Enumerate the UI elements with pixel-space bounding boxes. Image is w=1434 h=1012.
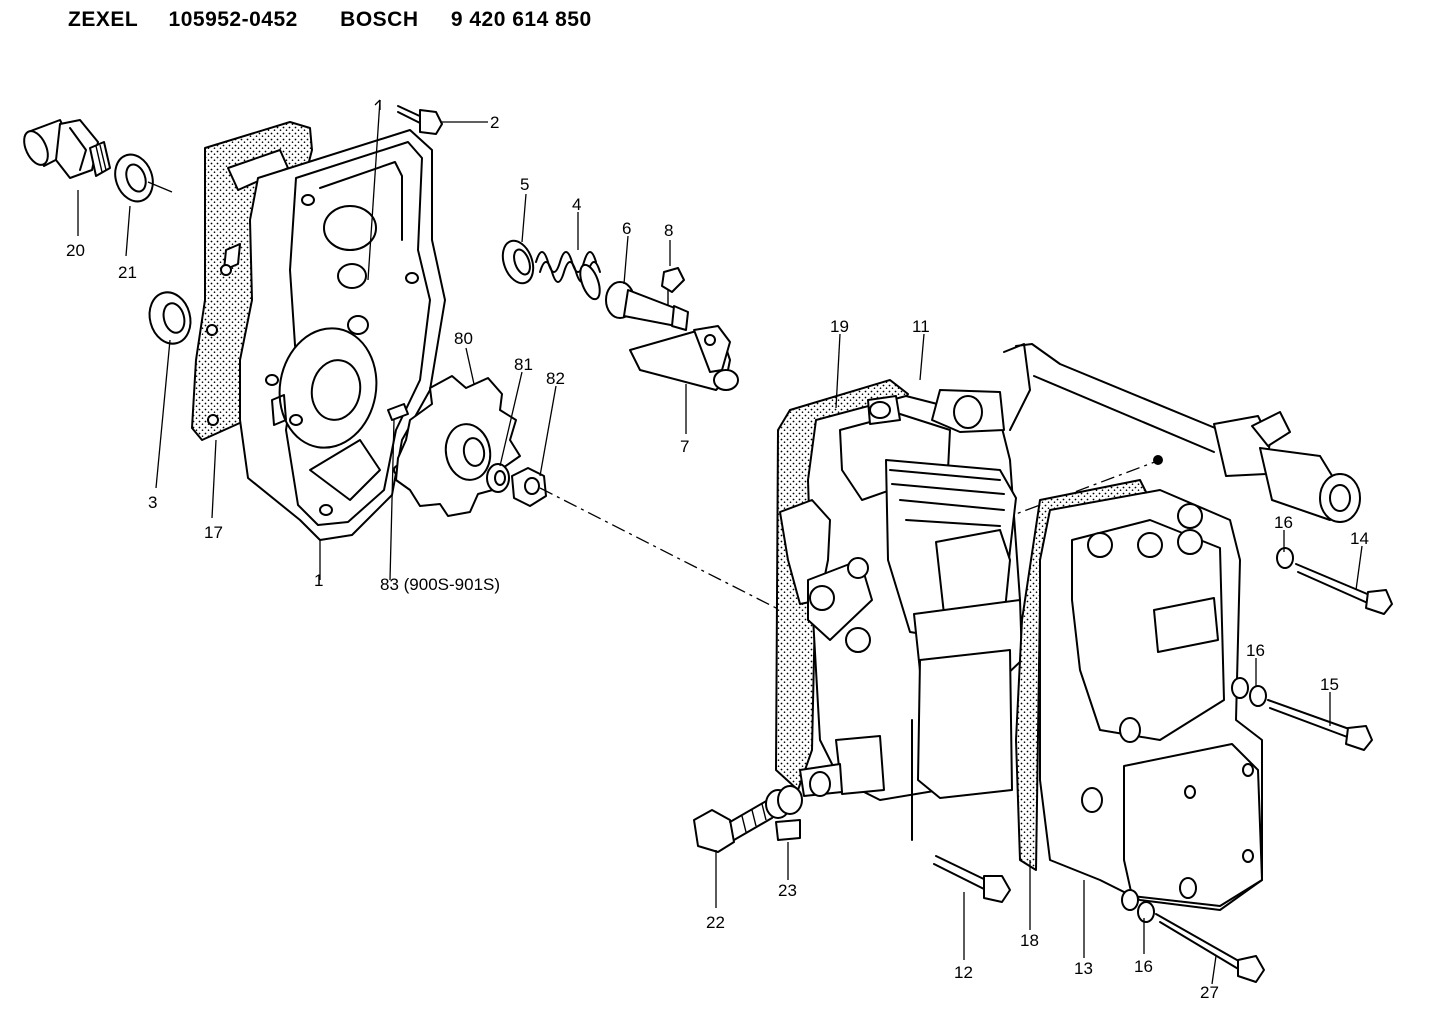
part-5-clip xyxy=(501,239,535,285)
part-4-spring xyxy=(535,251,601,301)
callout-15: 15 xyxy=(1320,675,1339,694)
callout-19: 19 xyxy=(830,317,849,336)
part-23-washers xyxy=(765,785,803,841)
leader-lines xyxy=(77,121,1363,985)
callout-16-middle: 16 xyxy=(1246,641,1265,660)
callout-18: 18 xyxy=(1020,931,1039,950)
callout-13: 13 xyxy=(1074,959,1093,978)
callout-23: 23 xyxy=(778,881,797,900)
assembly-axis-line-2 xyxy=(999,459,1161,521)
assembly-axis-line xyxy=(539,487,781,611)
callout-labels: 2 20 21 3 17 1 83 (900S-901S) 80 81 82 5… xyxy=(66,113,1369,1002)
callout-6: 6 xyxy=(622,219,631,238)
part-number-bosch: 9 420 614 850 xyxy=(450,8,592,31)
callout-8: 8 xyxy=(664,221,673,240)
callout-7: 7 xyxy=(680,437,689,456)
part-14-bolt xyxy=(1276,547,1393,615)
part-22-banjo-bolt xyxy=(693,799,773,853)
part-81-ring xyxy=(486,463,510,493)
part-15-bolt xyxy=(1231,677,1373,751)
callout-22: 22 xyxy=(706,913,725,932)
part-27-bolt xyxy=(1121,889,1265,983)
callout-12: 12 xyxy=(954,963,973,982)
brand-label-zexel: ZEXEL xyxy=(68,8,139,31)
callout-3: 3 xyxy=(148,493,157,512)
callout-4: 4 xyxy=(572,195,581,214)
callout-81: 81 xyxy=(514,355,533,374)
brand-label-bosch: BOSCH xyxy=(340,8,419,31)
callout-20: 20 xyxy=(66,241,85,260)
callout-16-upper: 16 xyxy=(1274,513,1293,532)
callout-21: 21 xyxy=(118,263,137,282)
part-number-zexel: 105952-0452 xyxy=(168,8,298,31)
part-7-lever xyxy=(629,325,739,391)
reference-dot xyxy=(1153,455,1163,465)
part-83-key xyxy=(387,403,409,421)
part-8-screw xyxy=(661,267,685,306)
diagram-header: ZEXEL 105952-0452 BOSCH 9 420 614 850 xyxy=(68,8,592,38)
part-3-oil-seal xyxy=(148,291,192,345)
callout-14: 14 xyxy=(1350,529,1369,548)
callout-17: 17 xyxy=(204,523,223,542)
connector-cable xyxy=(931,343,1361,523)
callout-5: 5 xyxy=(520,175,529,194)
part-11-actuator-body xyxy=(779,395,1023,841)
callout-1: 1 xyxy=(314,571,323,590)
part-13-cover xyxy=(1039,489,1263,911)
callout-82: 82 xyxy=(546,369,565,388)
part-20-union-fitting xyxy=(23,119,111,179)
part-21-washer xyxy=(114,153,173,203)
callout-2: 2 xyxy=(490,113,499,132)
part-82-nut xyxy=(511,467,547,507)
part-12-bolt xyxy=(933,855,1011,903)
callout-27: 27 xyxy=(1200,983,1219,1002)
callout-83: 83 (900S-901S) xyxy=(380,575,500,594)
callout-11: 11 xyxy=(912,317,930,336)
callout-80: 80 xyxy=(454,329,473,348)
part-2-bolt xyxy=(367,99,443,281)
callout-16-lower: 16 xyxy=(1134,957,1153,976)
part-6-spring-seat xyxy=(605,281,689,331)
part-18-gasket xyxy=(1015,479,1151,871)
